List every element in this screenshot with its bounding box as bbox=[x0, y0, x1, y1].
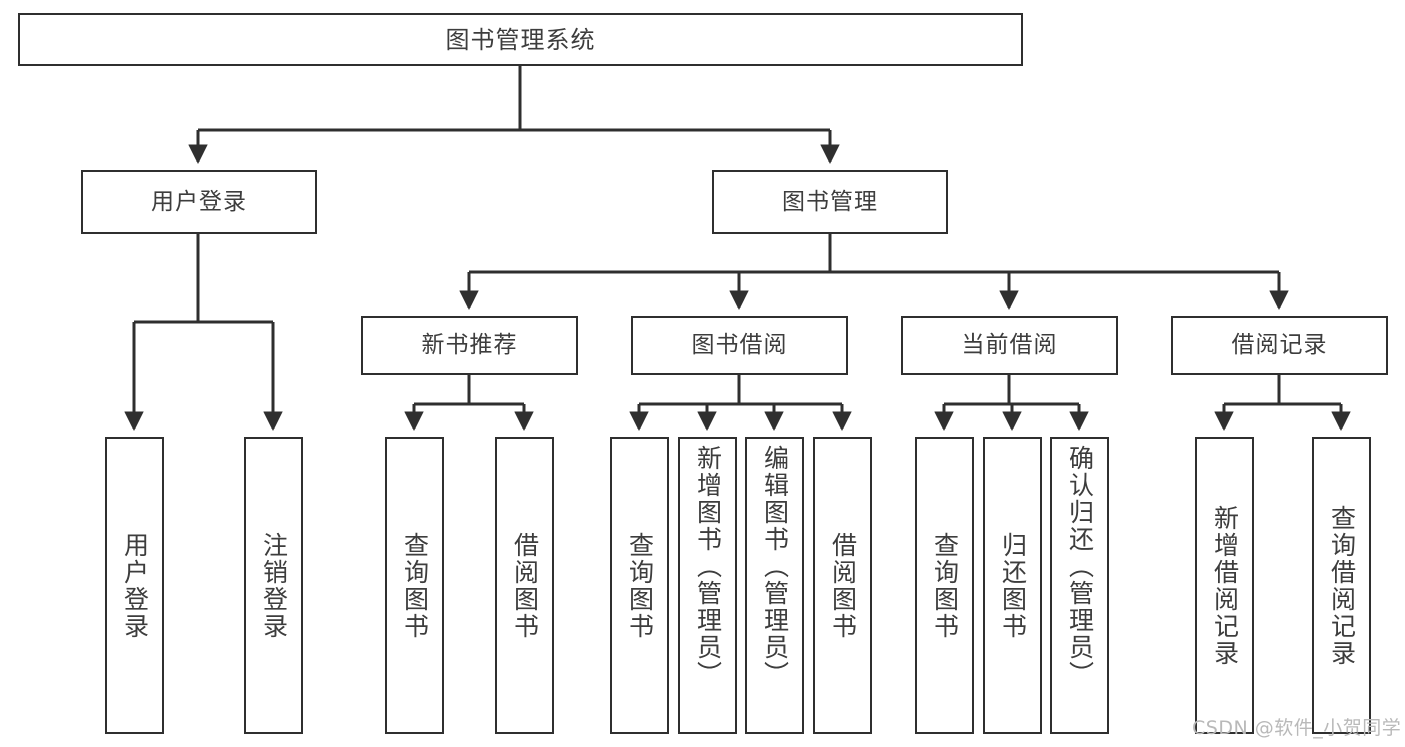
node-user-login[interactable]: 用户登录 bbox=[81, 170, 317, 234]
node-label: 归还图书 bbox=[998, 531, 1028, 640]
csdn-watermark: CSDN @软件_小贺同学 bbox=[1192, 717, 1402, 739]
node-borrowing-records[interactable]: 借阅记录 bbox=[1171, 316, 1388, 375]
node-leaf-user-login[interactable]: 用户登录 bbox=[105, 437, 164, 734]
node-label: 借阅图书 bbox=[828, 531, 858, 640]
node-leaf-edit-book-admin[interactable]: 编辑图书（管理员） bbox=[745, 437, 804, 734]
node-label: 确认归还（管理员） bbox=[1065, 445, 1095, 688]
node-label: 查询图书 bbox=[625, 531, 655, 640]
node-label: 用户登录 bbox=[120, 531, 150, 640]
node-leaf-borrow-book-new-rec[interactable]: 借阅图书 bbox=[495, 437, 554, 734]
node-label: 编辑图书（管理员） bbox=[760, 445, 790, 688]
node-label: 借阅记录 bbox=[1231, 332, 1328, 358]
node-leaf-confirm-return-admin[interactable]: 确认归还（管理员） bbox=[1050, 437, 1109, 734]
node-root-book-management-system[interactable]: 图书管理系统 bbox=[18, 13, 1023, 66]
node-label: 借阅图书 bbox=[510, 531, 540, 640]
node-label: 查询图书 bbox=[930, 531, 960, 640]
node-leaf-logout[interactable]: 注销登录 bbox=[244, 437, 303, 734]
node-leaf-add-borrow-record[interactable]: 新增借阅记录 bbox=[1195, 437, 1254, 734]
node-label: 查询图书 bbox=[400, 531, 430, 640]
node-label: 图书借阅 bbox=[691, 332, 788, 358]
node-leaf-return-book[interactable]: 归还图书 bbox=[983, 437, 1042, 734]
node-book-management[interactable]: 图书管理 bbox=[712, 170, 948, 234]
node-leaf-borrow-book-borrow[interactable]: 借阅图书 bbox=[813, 437, 872, 734]
node-leaf-query-borrow-record[interactable]: 查询借阅记录 bbox=[1312, 437, 1371, 734]
node-new-book-recommendation[interactable]: 新书推荐 bbox=[361, 316, 578, 375]
node-label: 当前借阅 bbox=[961, 332, 1058, 358]
node-label: 查询借阅记录 bbox=[1327, 504, 1357, 667]
node-label: 注销登录 bbox=[259, 531, 289, 640]
node-label: 新书推荐 bbox=[421, 332, 518, 358]
node-leaf-query-book-new-rec[interactable]: 查询图书 bbox=[385, 437, 444, 734]
node-label: 新增借阅记录 bbox=[1210, 504, 1240, 667]
node-label: 图书管理系统 bbox=[445, 25, 596, 54]
node-current-borrowing[interactable]: 当前借阅 bbox=[901, 316, 1118, 375]
node-book-borrowing[interactable]: 图书借阅 bbox=[631, 316, 848, 375]
node-label: 图书管理 bbox=[782, 188, 878, 215]
node-label: 用户登录 bbox=[151, 188, 247, 215]
node-leaf-query-book-current[interactable]: 查询图书 bbox=[915, 437, 974, 734]
node-leaf-add-book-admin[interactable]: 新增图书（管理员） bbox=[678, 437, 737, 734]
node-leaf-query-book-borrow[interactable]: 查询图书 bbox=[610, 437, 669, 734]
node-label: 新增图书（管理员） bbox=[693, 445, 723, 688]
